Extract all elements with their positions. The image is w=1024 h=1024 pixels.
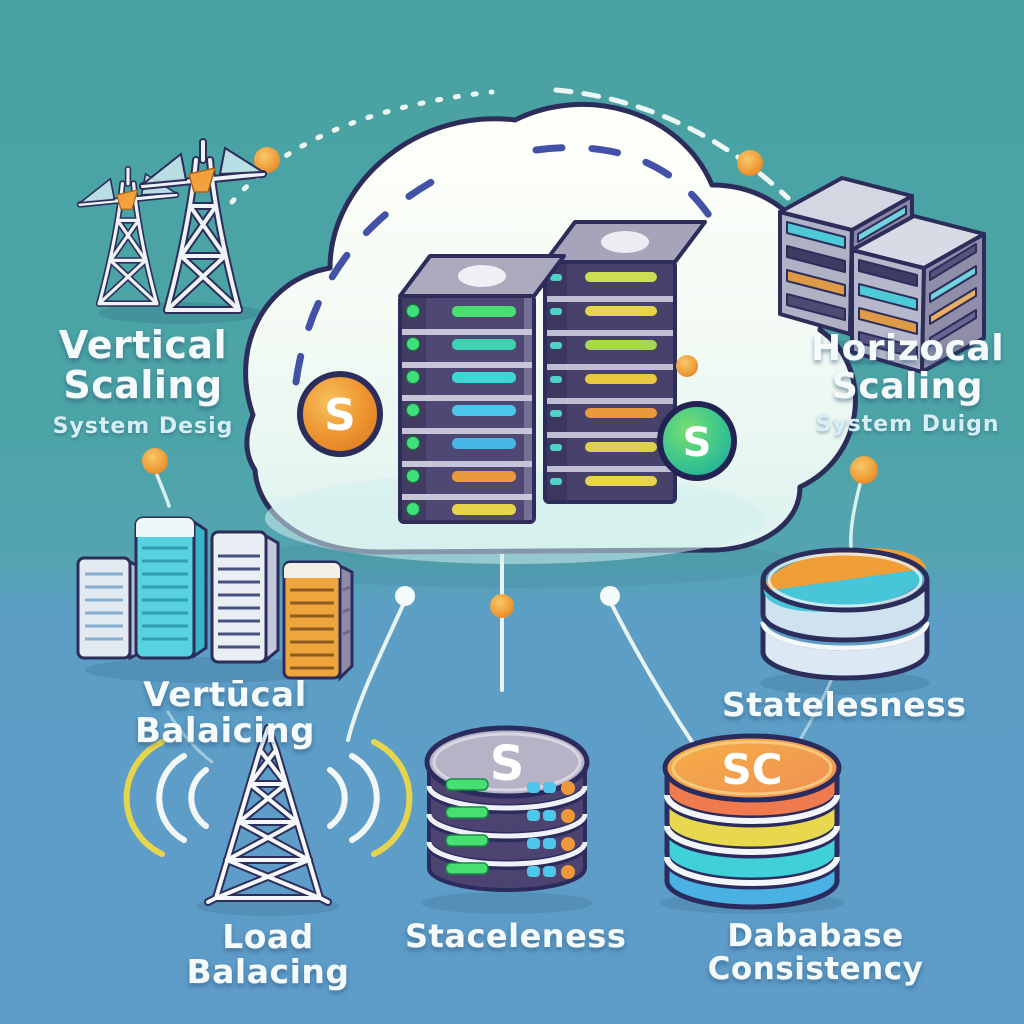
cloud-left-badge-letter: S xyxy=(324,390,356,441)
pie-disc-stack-icon xyxy=(760,547,930,681)
subtitle-horizontal-scaling: System Duign xyxy=(815,412,1000,437)
server-cabinets-icon xyxy=(778,176,986,374)
subtitle-vertical-scaling: System Desig xyxy=(52,414,234,439)
server-towers-icon xyxy=(76,516,354,682)
connector-dot-mid-right xyxy=(850,456,878,484)
dashed-arc-left xyxy=(229,89,495,205)
label-vertical-scaling: Vertical Scaling xyxy=(58,323,228,407)
tower-1 xyxy=(76,556,144,661)
tower-2 xyxy=(134,516,208,660)
cloud-left-badge: S xyxy=(297,371,383,457)
signal-waves xyxy=(123,739,413,857)
label-statelessness-bottom: Staceleness xyxy=(405,917,627,955)
connector-dot-top-right xyxy=(737,150,763,176)
database-stack-icon: S xyxy=(424,725,590,892)
db-leds xyxy=(445,778,575,879)
cloud-right-badge: S xyxy=(657,401,737,481)
label-vertical-balancing: Vertūcal Balaicing xyxy=(135,675,315,751)
connector-dot-mid-left xyxy=(142,448,168,474)
bottom-connectors xyxy=(346,550,698,750)
cloud-right-badge-letter: S xyxy=(683,420,712,466)
cloud-small-orange-dot xyxy=(676,355,698,377)
sc-disc-stack-icon: SC xyxy=(662,733,842,910)
cloud-server-rack-right xyxy=(543,220,707,504)
cloud-inner-dashes xyxy=(292,144,720,386)
connector-dot-top-left xyxy=(254,147,280,173)
dashed-arc-right xyxy=(553,87,791,201)
radio-tower-icon xyxy=(123,728,413,902)
cloud-server-rack-left xyxy=(398,254,566,524)
tower-4 xyxy=(282,560,354,682)
tower-3 xyxy=(210,530,280,664)
sc-stack-badge-letters: SC xyxy=(721,745,782,794)
connector-dot-bottom-right xyxy=(600,586,620,606)
label-horizontal-scaling: Horizocal Scaling xyxy=(810,328,1005,407)
label-load-balancing: Load Balacing xyxy=(186,917,350,991)
label-statelessness-mid: Statelesness xyxy=(722,685,967,724)
pylon-towers-icon xyxy=(80,142,263,310)
top-connectors xyxy=(229,87,791,205)
connector-dot-bottom-center xyxy=(490,594,514,618)
db-stack-badge-letter: S xyxy=(490,736,525,792)
cabinet-front xyxy=(850,214,986,374)
connector-dot-bottom-left xyxy=(395,586,415,606)
label-database-consistency: Dababase Consistency xyxy=(707,918,924,987)
